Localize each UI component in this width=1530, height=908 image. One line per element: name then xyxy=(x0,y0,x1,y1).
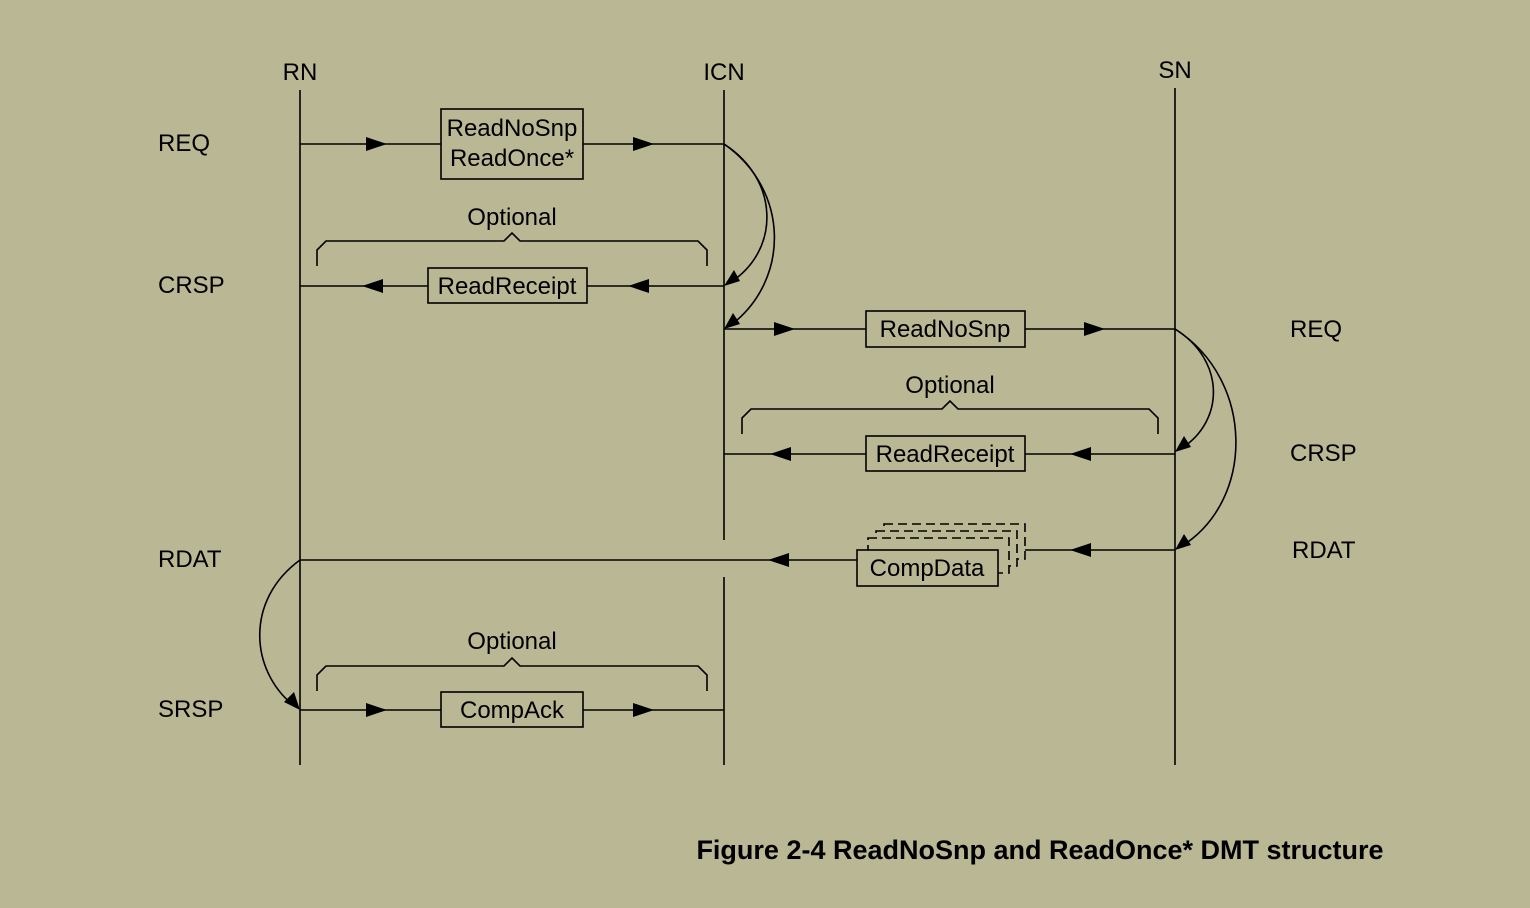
sn-dependency-curve-crsp xyxy=(1174,328,1215,449)
icn-dependency-curve-req xyxy=(723,143,776,326)
arrowhead-icon xyxy=(724,313,740,329)
figure-caption: Figure 2-4 ReadNoSnp and ReadOnce* DMT s… xyxy=(696,835,1383,865)
message-readnosnp-icn-to-sn: ReadNoSnp xyxy=(724,310,1175,348)
channel-rdat-left: RDAT xyxy=(158,546,222,573)
req-message-box xyxy=(440,108,584,180)
sn-node-label: SN xyxy=(1158,57,1191,84)
message-read-receipt-sn-to-icn: ReadReceipt xyxy=(724,435,1175,472)
read-receipt-label-sn: ReadReceipt xyxy=(876,441,1015,468)
readnosnp-label-sn: ReadNoSnp xyxy=(880,316,1011,343)
message-req-rn-to-icn: ReadNoSnp ReadOnce* xyxy=(300,108,724,180)
compack-label: CompAck xyxy=(460,697,565,724)
compdata-label: CompData xyxy=(870,555,985,582)
message-read-receipt-icn-to-rn: ReadReceipt xyxy=(300,267,724,304)
arrowhead-icon xyxy=(1175,534,1191,550)
message-compack-rn-to-icn: CompAck xyxy=(300,691,724,728)
arrowhead-icon xyxy=(724,270,740,286)
channel-crsp-left: CRSP xyxy=(158,272,225,299)
read-receipt-box-sn xyxy=(865,435,1026,472)
compdata-box xyxy=(856,549,999,587)
req-message-line2: ReadOnce* xyxy=(450,145,574,172)
arrowhead-icon xyxy=(1175,436,1191,452)
channel-crsp-right: CRSP xyxy=(1290,440,1357,467)
channel-req-right: REQ xyxy=(1290,316,1342,343)
readnosnp-box-sn xyxy=(865,310,1026,348)
optional-brace-rn: Optional xyxy=(316,204,708,266)
read-receipt-label-rn: ReadReceipt xyxy=(438,273,577,300)
read-receipt-box-rn xyxy=(427,267,588,304)
channel-srsp-left: SRSP xyxy=(158,696,223,723)
arrowhead-icon xyxy=(284,692,300,710)
req-message-line1: ReadNoSnp xyxy=(447,115,578,142)
message-compdata-sn-to-rn: CompData xyxy=(300,523,1175,587)
optional-label-1: Optional xyxy=(467,204,556,231)
icn-node-label: ICN xyxy=(703,59,744,86)
rn-dependency-curve-srsp xyxy=(258,559,301,706)
channel-rdat-right: RDAT xyxy=(1292,537,1356,564)
rn-node-label: RN xyxy=(283,59,318,86)
optional-label-2: Optional xyxy=(905,372,994,399)
sn-dependency-curve-rdat xyxy=(1174,328,1237,547)
compack-box xyxy=(440,691,584,728)
optional-label-3: Optional xyxy=(467,628,556,655)
optional-brace-srsp: Optional xyxy=(316,628,708,691)
optional-brace-sn: Optional xyxy=(741,372,1159,434)
channel-req-left: REQ xyxy=(158,130,210,157)
icn-dependency-curve-crsp xyxy=(723,143,768,283)
